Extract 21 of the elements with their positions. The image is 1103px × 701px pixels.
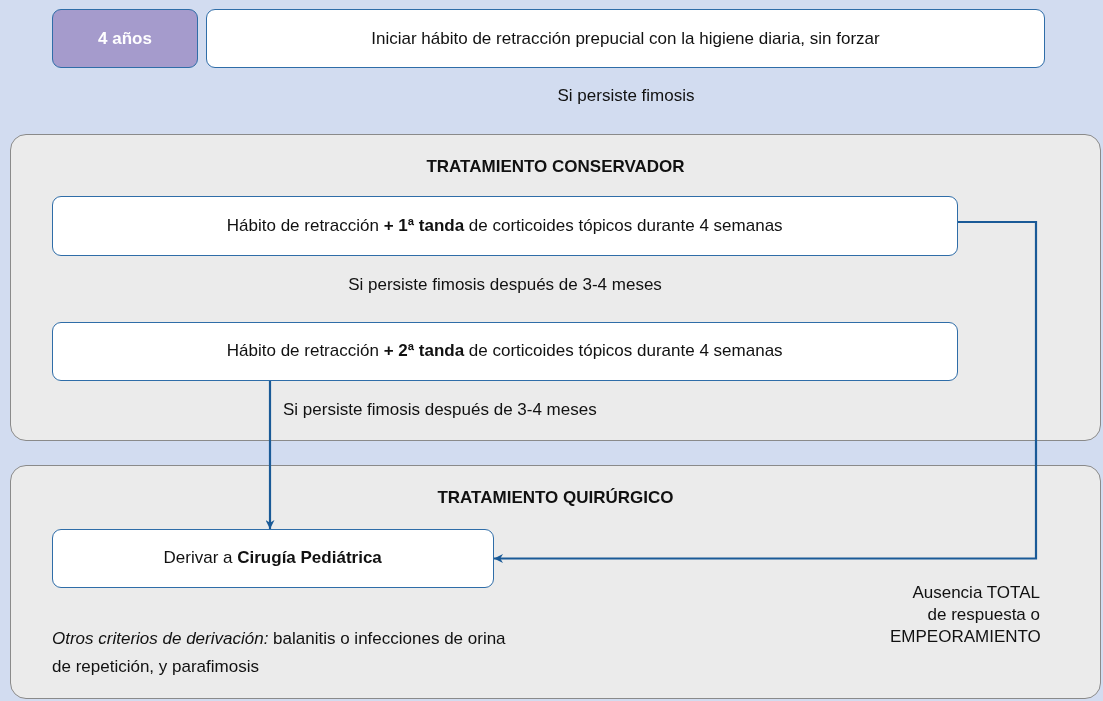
section-title: TRATAMIENTO CONSERVADOR (425, 157, 686, 177)
condition-text: Si persiste fimosis (556, 86, 696, 106)
arrow (494, 220, 1038, 563)
note-text: Otros criterios de derivación: balanitis o infecciones de orina de repetición, y parafimosis (52, 628, 507, 678)
edge-label: Si persiste fimosis después de 3-4 meses (283, 400, 597, 420)
step-box (51, 528, 494, 588)
section-title: TRATAMIENTO QUIRÚRGICO (436, 488, 675, 508)
arrow (265, 381, 275, 529)
age-label: 4 años (98, 28, 152, 49)
step-box (51, 321, 958, 381)
step-text: Iniciar hábito de retracción prepucial con la higiene diaria, sin forzar (371, 28, 880, 49)
step-text: Hábito de retracción + 1ª tanda de corticoides tópicos durante 4 semanas (226, 215, 783, 236)
step-box (51, 195, 958, 256)
age-box (52, 9, 198, 68)
step-text: Derivar a Cirugía Pediátrica (163, 548, 382, 569)
condition-text: Si persiste fimosis después de 3-4 meses (347, 275, 663, 295)
step-box (206, 9, 1045, 68)
edge-label: Ausencia TOTAL de respuesta o EMPEORAMIENTO (890, 582, 1040, 648)
section-panel (10, 465, 1101, 699)
step-text: Hábito de retracción + 2ª tanda de corticoides tópicos durante 4 semanas (226, 341, 783, 362)
section-panel (10, 134, 1101, 441)
